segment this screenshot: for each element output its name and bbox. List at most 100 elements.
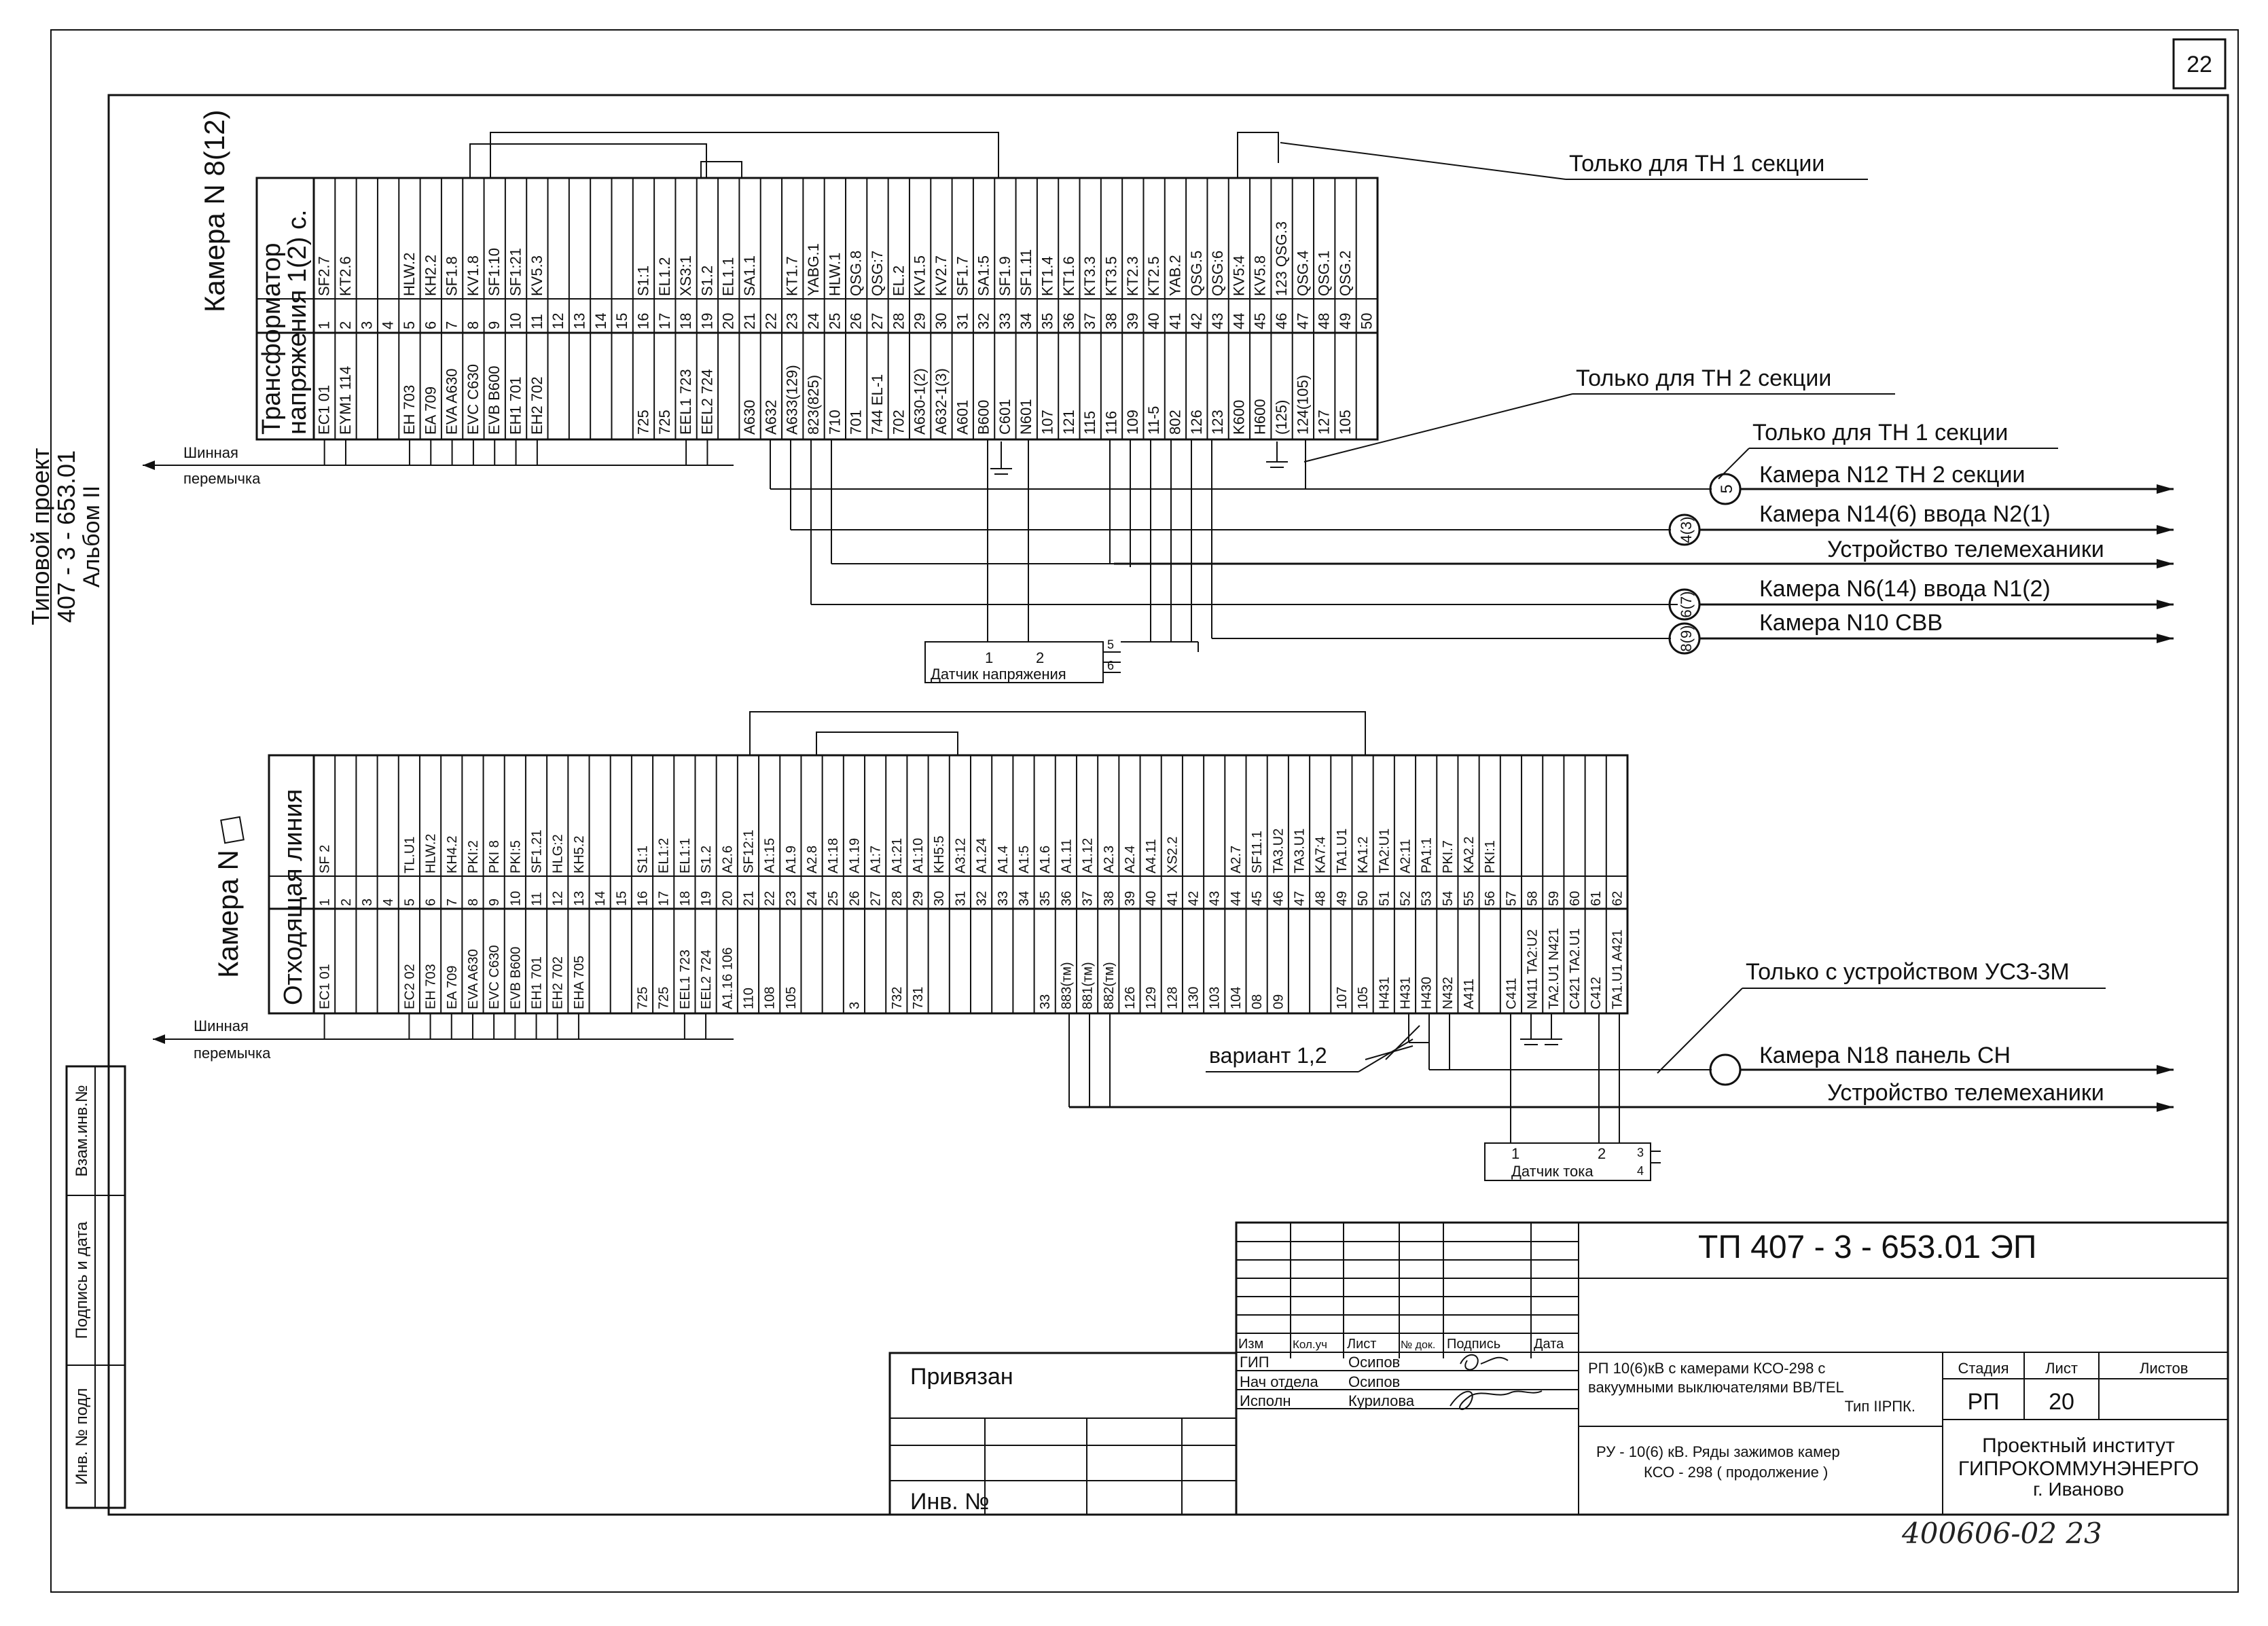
p1cols-wire-left: K600 (1230, 400, 1247, 435)
p2cols-terminal-number: 57 (1504, 891, 1519, 906)
p2cols-terminal-number: 47 (1293, 891, 1308, 906)
svg-text:1: 1 (1511, 1145, 1519, 1162)
p1cols-wire-right: QSG:7 (869, 251, 886, 296)
p1cols-wire-right: KT1.4 (1039, 256, 1056, 296)
signature-2 (1450, 1390, 1543, 1410)
note-only-th1: Только для ТН 1 секции (1752, 420, 2008, 446)
p2cols-wire-right: A1.4 (996, 846, 1011, 873)
svg-text:Лист: Лист (1347, 1337, 1376, 1352)
svg-text:Курилова: Курилова (1348, 1392, 1415, 1409)
p2cols-wire-right: PA1:1 (1420, 837, 1435, 873)
p1cols-wire-right: KV2.7 (933, 255, 950, 296)
p2cols-wire-left: C411 (1504, 978, 1519, 1009)
p1cols-terminal-number: 18 (677, 313, 694, 329)
p1cols-wire-left: 109 (1124, 410, 1141, 435)
p1cols-wire-right: KT3.5 (1103, 256, 1120, 296)
p1cols-terminal-number: 49 (1337, 313, 1354, 329)
p1cols-terminal-number: 3 (358, 321, 375, 329)
p2cols-terminal-number: 50 (1356, 891, 1371, 906)
panel1-title-2: напряжения 1(2) с. (283, 209, 312, 435)
p2cols-terminal-number: 58 (1526, 891, 1541, 906)
svg-text:6: 6 (1107, 659, 1114, 672)
p2cols-wire-left: TA1.U1 A421 (1610, 930, 1625, 1009)
p1cols-terminal-number: 19 (698, 313, 715, 329)
p2cols-terminal-number: 1 (318, 899, 333, 906)
p1cols-wire-right: YABG.1 (805, 243, 822, 296)
p2cols-wire-right: S1:1 (636, 846, 651, 873)
p1cols-wire-right: EL1.2 (656, 257, 673, 297)
p2cols-wire-right: TA1.U1 (1335, 829, 1350, 873)
p1cols-wire-right: QSG.1 (1316, 251, 1333, 296)
p1cols-terminal-number: 31 (954, 313, 971, 329)
p2cols-wire-left: 881(тм) (1081, 962, 1096, 1009)
p2cols-terminal-number: 25 (826, 891, 841, 906)
p1cols-terminal-number: 40 (1145, 313, 1162, 329)
svg-text:КСО - 298 ( продолжение ): КСО - 298 ( продолжение ) (1644, 1464, 1828, 1481)
p1cols-terminal-number: 33 (996, 313, 1013, 329)
p2cols-terminal-number: 48 (1314, 891, 1329, 906)
p1cols-terminal-number: 20 (720, 313, 737, 329)
p1cols-wire-right: EL1.1 (720, 257, 737, 297)
svg-text:вакуумными выключателями BB/TE: вакуумными выключателями BB/TEL (1588, 1379, 1844, 1396)
p1cols-wire-left: EH1 701 (507, 376, 524, 435)
p2cols-wire-right: PKI.7 (1441, 840, 1456, 873)
p1cols-terminal-number: 27 (869, 313, 886, 329)
p1cols-wire-left: 710 (826, 410, 843, 435)
p2cols-terminal-number: 26 (847, 891, 862, 906)
p1cols-wire-right: KT2.3 (1124, 256, 1141, 296)
p1cols-terminal-number: 48 (1316, 313, 1333, 329)
p1cols-wire-right: KH2.2 (422, 255, 439, 296)
panel2-title: Отходящая линия (279, 789, 308, 1005)
p2cols-wire-right: TA3.U2 (1271, 829, 1286, 873)
p2cols-terminal-number: 41 (1165, 891, 1180, 906)
outer-frame (50, 29, 2239, 1593)
p1cols-wire-right: KT2.6 (337, 256, 354, 296)
panel1-title-1: Трансформатор (257, 242, 286, 435)
p2cols-wire-left: 725 (636, 987, 651, 1009)
p2cols-wire-left: 129 (1144, 987, 1159, 1009)
bound-label: Привязан (910, 1364, 1013, 1390)
svg-text:8(9): 8(9) (1678, 625, 1695, 651)
panel1-routes: 5 4(3) 6(7) 8(9) Камера N12 ТН 2 секции … (770, 142, 2174, 655)
svg-text:Стадия: Стадия (1958, 1360, 2009, 1377)
p2cols-wire-left: 104 (1229, 987, 1244, 1009)
note-variant: вариант 1,2 (1209, 1043, 1327, 1068)
p2cols-terminal-number: 4 (381, 899, 396, 906)
p2cols-wire-left: 08 (1250, 994, 1265, 1009)
p2cols-wire-right: PKI:1 (1483, 840, 1498, 873)
p1cols-terminal-number: 21 (741, 313, 758, 329)
route-camera-10: Камера N10 СВВ (1759, 610, 1943, 636)
p1cols-wire-left: 744 EL-1 (869, 374, 886, 435)
svg-text:1: 1 (985, 649, 993, 666)
p2cols-wire-left: 3 (847, 1002, 862, 1009)
p2cols-terminal-number: 16 (636, 891, 651, 906)
svg-text:РП 10(6)кВ с камерами КСО-298: РП 10(6)кВ с камерами КСО-298 с (1588, 1360, 1825, 1377)
svg-text:ГИПРОКОММУНЭНЕРГО: ГИПРОКОММУНЭНЕРГО (1958, 1458, 2199, 1480)
svg-text:2: 2 (1036, 649, 1044, 666)
p1cols-terminal-number: 46 (1273, 313, 1290, 329)
p1cols-wire-left: (125) (1273, 400, 1290, 435)
p2cols-wire-right: KA2.2 (1462, 837, 1477, 873)
p1cols-terminal-number: 29 (912, 313, 929, 329)
p1cols-wire-right: S1:1 (634, 266, 651, 296)
p1cols-wire-right: QSG.8 (848, 251, 865, 296)
p2cols-wire-right: TA2:U1 (1377, 829, 1392, 873)
current-sensor (1484, 1142, 1651, 1181)
side-stamp: Типовой проект 407 - 3 - 653.01 Альбом I… (26, 448, 105, 625)
p1cols-wire-left: EYM1 114 (337, 366, 354, 435)
p2cols-terminal-number: 37 (1081, 891, 1096, 906)
p2cols-terminal-number: 36 (1059, 891, 1074, 906)
p2cols-terminal-number: 12 (551, 891, 566, 906)
sheet-number: 22 (2186, 52, 2212, 77)
p2cols-terminal-number: 6 (424, 899, 439, 906)
p2cols-wire-left: EHA 705 (572, 956, 587, 1009)
p2cols-wire-left: EH2 702 (551, 956, 566, 1009)
p1cols-terminal-number: 36 (1060, 313, 1077, 329)
p2cols-terminal-number: 55 (1462, 891, 1477, 906)
svg-text:4(3): 4(3) (1678, 516, 1695, 543)
p1cols-wire-right: SF1.7 (954, 256, 971, 296)
p1cols-wire-left: 701 (848, 410, 865, 435)
p2cols-wire-right: A1.6 (1038, 846, 1053, 873)
p1cols-wire-right: SF2.7 (316, 256, 333, 296)
